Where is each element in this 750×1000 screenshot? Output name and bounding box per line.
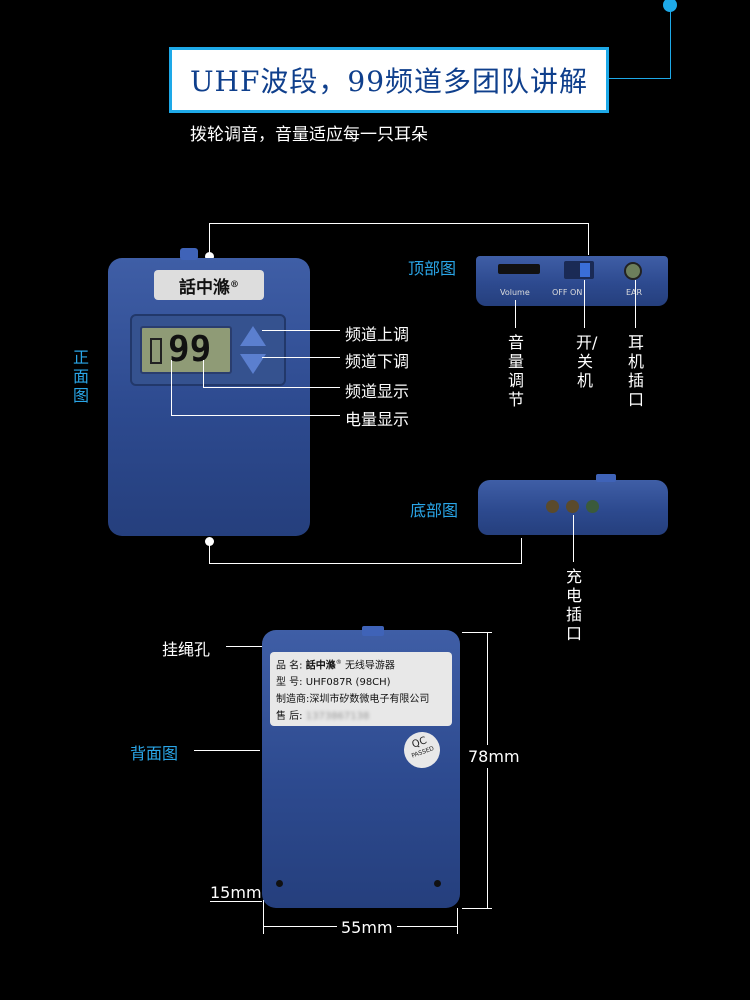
callout-ch-down: 频道下调	[345, 352, 410, 371]
front-top-line-h	[209, 223, 589, 224]
connector-top-horizontal	[606, 78, 671, 79]
ear-text: EAR	[626, 288, 642, 297]
callout-display-line-h	[203, 387, 340, 388]
bottom-callout-charge-line	[573, 515, 574, 562]
label-row-model: 型 号: UHF087R (98CH)	[276, 677, 391, 689]
volume-wheel[interactable]	[498, 264, 540, 274]
product-label: 品 名: 話中滌® 无线导游器 型 号: UHF087R (98CH) 制造商:…	[270, 652, 452, 726]
top-callout-volume: 音量调节	[507, 333, 524, 409]
charge-port-3	[586, 500, 599, 513]
connector-top-dot	[663, 0, 677, 12]
top-callout-volume-line	[515, 300, 516, 328]
lcd-digits: 99	[168, 329, 212, 370]
brand-logo: 話中滌®	[154, 270, 264, 300]
charge-port-1	[546, 500, 559, 513]
front-top-line-v	[209, 223, 210, 254]
front-top-line-v2	[588, 223, 589, 255]
front-top-dot	[205, 252, 214, 261]
callout-display-line-v	[203, 360, 204, 387]
top-callout-power: 开/关机	[576, 333, 598, 390]
battery-icon	[150, 338, 162, 364]
screw-hole-right	[434, 880, 441, 887]
label-row-maker: 制造商:深圳市矽数微电子有限公司	[276, 694, 430, 706]
channel-down-button[interactable]	[240, 354, 266, 374]
qc-seal: QC PASSED	[398, 726, 446, 774]
label-brand-mark: ®	[335, 659, 342, 666]
banner-title: UHF波段，99频道多团队讲解	[189, 65, 589, 98]
top-callout-ear-line	[635, 280, 636, 328]
dim-depth-label: 15mm	[210, 883, 262, 902]
title-banner: UHF波段，99频道多团队讲解	[172, 50, 606, 110]
dim-height-top-tick	[462, 632, 492, 633]
callout-battery-line-h	[171, 415, 340, 416]
back-side-label: 背面图	[130, 744, 179, 763]
bottom-callout-charge: 充电插口	[565, 567, 582, 643]
charge-port-2	[566, 500, 579, 513]
dim-width-left-tick	[263, 900, 264, 934]
dim-width-right-tick	[457, 908, 458, 934]
dim-depth-line	[210, 901, 262, 902]
device-back: 品 名: 話中滌® 无线导游器 型 号: UHF087R (98CH) 制造商:…	[262, 626, 460, 908]
screw-hole-left	[276, 880, 283, 887]
label-row-name: 品 名: 話中滌® 无线导游器	[276, 659, 395, 672]
device-top: Volume OFF ON EAR	[476, 256, 668, 306]
callout-battery: 电量显示	[345, 410, 410, 429]
power-switch-knob	[580, 263, 590, 277]
top-callout-power-line	[584, 280, 585, 328]
subtitle: 拨轮调音，音量适应每一只耳朵	[190, 125, 428, 145]
lcd-screen: 99	[140, 326, 232, 374]
label-row-service: 售 后: 1373867138	[276, 711, 370, 723]
bottom-view-title: 底部图	[410, 501, 459, 520]
label-brand: 話中滌	[305, 660, 336, 672]
channel-up-button[interactable]	[240, 326, 266, 346]
front-side-label: 正面图	[72, 348, 89, 405]
dim-height-bottom-tick	[462, 908, 492, 909]
callout-battery-line-v	[171, 360, 172, 415]
front-bottom-line-h	[209, 563, 522, 564]
brand-logo-text: 話中滌	[179, 277, 230, 298]
power-switch[interactable]	[564, 261, 594, 279]
front-bottom-line-v	[209, 541, 210, 563]
lanyard-hole	[362, 626, 384, 636]
callout-ch-up-line	[262, 330, 340, 331]
lanyard-label: 挂绳孔	[162, 640, 211, 659]
connector-top-vertical	[670, 8, 671, 78]
bottom-edge-tab	[596, 474, 616, 482]
callout-ch-up: 频道上调	[345, 325, 410, 344]
callout-display: 频道显示	[345, 382, 410, 401]
device-front: 話中滌® 99	[108, 248, 310, 536]
switch-text: OFF ON	[552, 288, 583, 297]
top-callout-ear: 耳机插口	[627, 333, 644, 409]
control-panel: 99	[130, 314, 286, 386]
ear-jack	[624, 262, 642, 280]
brand-logo-mark: ®	[230, 280, 239, 290]
callout-ch-down-line	[262, 357, 340, 358]
top-wheel	[180, 248, 198, 260]
front-bottom-line-v2	[521, 538, 522, 564]
dim-height-line	[487, 632, 488, 909]
back-side-line	[194, 750, 260, 751]
top-view-title: 顶部图	[408, 259, 457, 278]
dim-height-label: 78mm	[468, 745, 520, 768]
dim-width-label: 55mm	[337, 918, 397, 937]
volume-text: Volume	[500, 288, 530, 297]
